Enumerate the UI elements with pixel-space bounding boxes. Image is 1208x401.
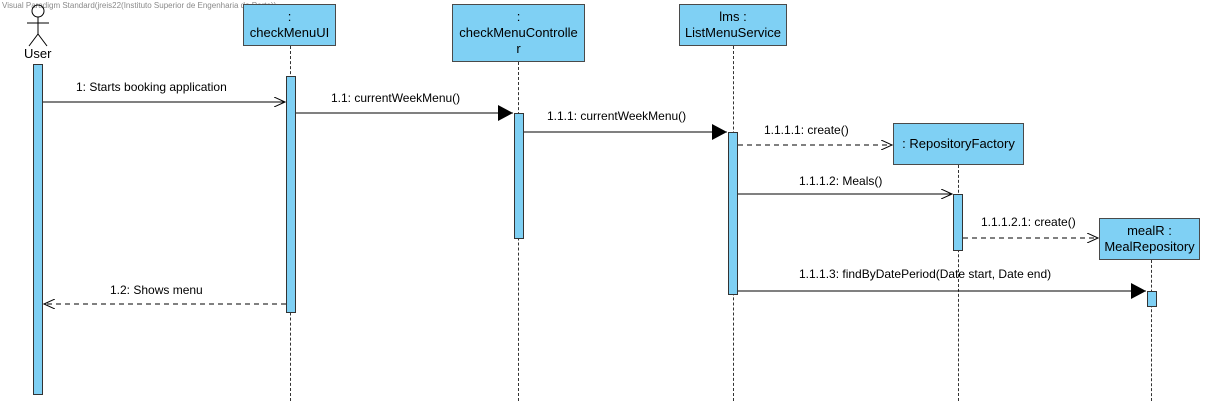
message-label-m1-2: 1.2: Shows menu: [110, 283, 203, 297]
lifeline-mealrepository-line1: mealR :: [1127, 223, 1172, 238]
lifeline-checkmenucontroller-line1: :: [516, 9, 521, 24]
activation-checkmenucontroller: [514, 113, 524, 239]
lifeline-dash-mealrepository: [1151, 260, 1152, 401]
message-label-m1-1-1: 1.1.1: currentWeekMenu(): [547, 109, 687, 123]
watermark: Visual Paradigm Standard(jreis22(Institu…: [2, 1, 277, 10]
activation-checkmenuui: [286, 76, 296, 313]
message-label-m1: 1: Starts booking application: [76, 80, 227, 94]
message-label-m1-1-1-2: 1.1.1.2: Meals(): [799, 174, 883, 188]
message-label-m1-1-1-2-1: 1.1.1.2.1: create(): [981, 215, 1076, 229]
activation-mealrepository: [1147, 291, 1157, 307]
lifeline-repositoryfactory[interactable]: : RepositoryFactory: [893, 123, 1024, 165]
activation-user: [33, 64, 43, 395]
message-label-m1-1-1-3: 1.1.1.3: findByDatePeriod(Date start, Da…: [799, 267, 1052, 281]
lifeline-repositoryfactory-line1: : RepositoryFactory: [902, 136, 1015, 151]
lifeline-checkmenuui-line2: checkMenuUI: [249, 25, 330, 40]
activation-listmenuservice: [728, 132, 738, 295]
lifeline-checkmenucontroller[interactable]: : checkMenuControlle r: [452, 4, 585, 62]
lifeline-checkmenucontroller-line3: r: [516, 41, 521, 56]
lifeline-checkmenuui-line1: :: [287, 9, 292, 24]
lifeline-mealrepository-line2: MealRepository: [1104, 239, 1195, 254]
lifeline-dash-repositoryfactory: [958, 165, 959, 401]
actor-stick-figure-icon: [27, 4, 49, 47]
message-label-m1-1-1-1: 1.1.1.1: create(): [764, 123, 849, 137]
message-label-m1-1: 1.1: currentWeekMenu(): [331, 91, 461, 105]
actor-label: User: [24, 46, 52, 61]
lifeline-checkmenucontroller-line2: checkMenuControlle: [459, 25, 578, 40]
lifeline-checkmenuui[interactable]: : checkMenuUI: [243, 4, 336, 46]
lifeline-listmenuservice[interactable]: lms : ListMenuService: [679, 4, 787, 46]
lifeline-mealrepository[interactable]: mealR : MealRepository: [1099, 218, 1200, 260]
lifeline-listmenuservice-line1: lms :: [719, 9, 747, 24]
lifeline-listmenuservice-line2: ListMenuService: [684, 25, 782, 40]
activation-repositoryfactory: [953, 194, 963, 251]
